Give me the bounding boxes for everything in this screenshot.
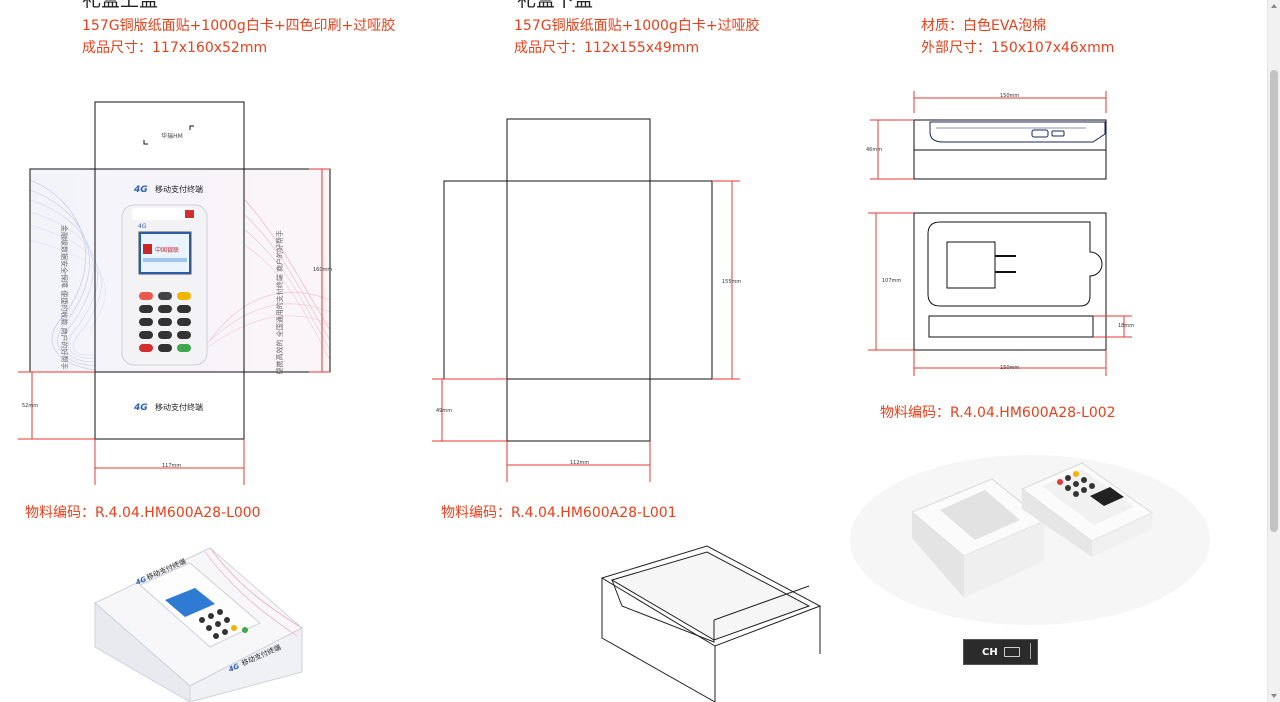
base-top-flap — [506, 118, 651, 182]
lid-width-dim: 117mm — [162, 463, 181, 469]
foam-height-dim: 107mm — [882, 278, 901, 284]
ime-menu-handle[interactable] — [1030, 643, 1035, 659]
lid-material-spec: 157G铜版纸面贴+1000g白卡+四色印刷+过哑胶 — [82, 18, 396, 34]
foam-insert-drawing: 150mm 46mm 107mm 150mm 18mm — [866, 91, 1134, 376]
lid-top-text: 华瑞HM — [161, 132, 183, 140]
base-height-dim: 155mm — [722, 279, 741, 285]
foam-cable-slot — [928, 315, 1094, 338]
foam-width-top-dim: 150mm — [1000, 93, 1019, 99]
foam-dimension-lines — [868, 91, 1132, 376]
lid-brand-text: 移动支付终端 — [155, 184, 203, 194]
lid-bottom-flap — [94, 371, 245, 440]
base-bottom-flap — [506, 378, 651, 442]
lid-3d-render: 4G 移动支付终端 4G 移动支付终端 — [94, 547, 303, 702]
ime-language-indicator[interactable]: CH — [963, 639, 1038, 665]
lid-4g-badge: 4G — [133, 185, 148, 195]
scroll-down-arrow-icon[interactable] — [1268, 690, 1280, 702]
base-size-spec: 成品尺寸：112x155x49mm — [514, 40, 700, 56]
lid-size-spec: 成品尺寸：117x160x52mm — [82, 40, 268, 56]
render-keypad — [1057, 471, 1095, 497]
base-width-dim: 112mm — [570, 460, 589, 466]
lid-dimension-lines — [18, 168, 330, 485]
foam-top-view — [913, 212, 1107, 351]
render-lid-badge: 4G — [135, 575, 148, 587]
foam-material-spec: 材质：白色EVA泡棉 — [921, 18, 1047, 34]
foam-device-cavity — [927, 221, 1103, 307]
pos-keypad — [139, 292, 191, 352]
vertical-scrollbar[interactable] — [1267, 0, 1280, 702]
base-material-spec: 157G铜版纸面贴+1000g白卡+过哑胶 — [514, 18, 760, 34]
base-main-panel — [506, 180, 651, 380]
scrollbar-thumb[interactable] — [1270, 70, 1278, 532]
render-lid-badge-2: 4G — [228, 662, 241, 674]
foam-charger-slot — [946, 241, 996, 289]
base-3d-render — [600, 545, 822, 702]
foam-3d-render — [850, 455, 1210, 625]
foam-size-spec: 外部尺寸：150x107x46xmm — [921, 40, 1115, 56]
foam-width-bottom-dim: 150mm — [1000, 365, 1019, 371]
pos-device-illustration: 4G 中国银联 — [121, 204, 208, 366]
base-dimension-lines — [432, 180, 740, 482]
foam-slot-dim: 18mm — [1118, 323, 1134, 329]
foam-depth-dim: 46mm — [866, 147, 882, 153]
lid-title: 礼盒上盖 — [82, 0, 159, 11]
pos-screen-bank: 中国银联 — [155, 246, 179, 254]
base-dieline: 155mm 49mm 112mm — [432, 118, 741, 482]
base-title: 礼盒下盖 — [517, 0, 594, 11]
lid-material-code: 物料编码：R.4.04.HM600A28-L000 — [25, 505, 261, 521]
foam-material-code: 物料编码：R.4.04.HM600A28-L002 — [880, 405, 1116, 421]
lid-height-dim: 160mm — [313, 267, 332, 273]
lid-bottom-brand-text: 移动支付终端 — [155, 402, 203, 412]
lid-bottom-4g-badge: 4G — [133, 403, 148, 413]
lid-depth-dim: 52mm — [22, 403, 38, 409]
lid-dieline: 华瑞HM 4G 移动支付终端 4G 移动支付终端 金融级数据安全保障 便捷的收款… — [18, 101, 332, 485]
lid-side-text-left: 金融级数据安全保障 便捷的收款 商户的好帮手 — [60, 225, 69, 369]
keyboard-icon — [1003, 647, 1020, 657]
base-material-code: 物料编码：R.4.04.HM600A28-L001 — [441, 505, 677, 521]
lid-side-text-right: 便携高效的 全国通用的支付终端 商户的好帮手 — [275, 230, 284, 374]
base-depth-dim: 49mm — [436, 408, 452, 414]
pos-4g-label: 4G — [138, 223, 147, 230]
ime-language-code: CH — [982, 646, 998, 658]
render-lid-keys — [199, 609, 248, 639]
base-right-flap — [649, 180, 713, 380]
base-left-flap — [443, 180, 508, 380]
scroll-up-arrow-icon[interactable] — [1268, 0, 1280, 12]
lid-right-flap — [243, 168, 331, 373]
